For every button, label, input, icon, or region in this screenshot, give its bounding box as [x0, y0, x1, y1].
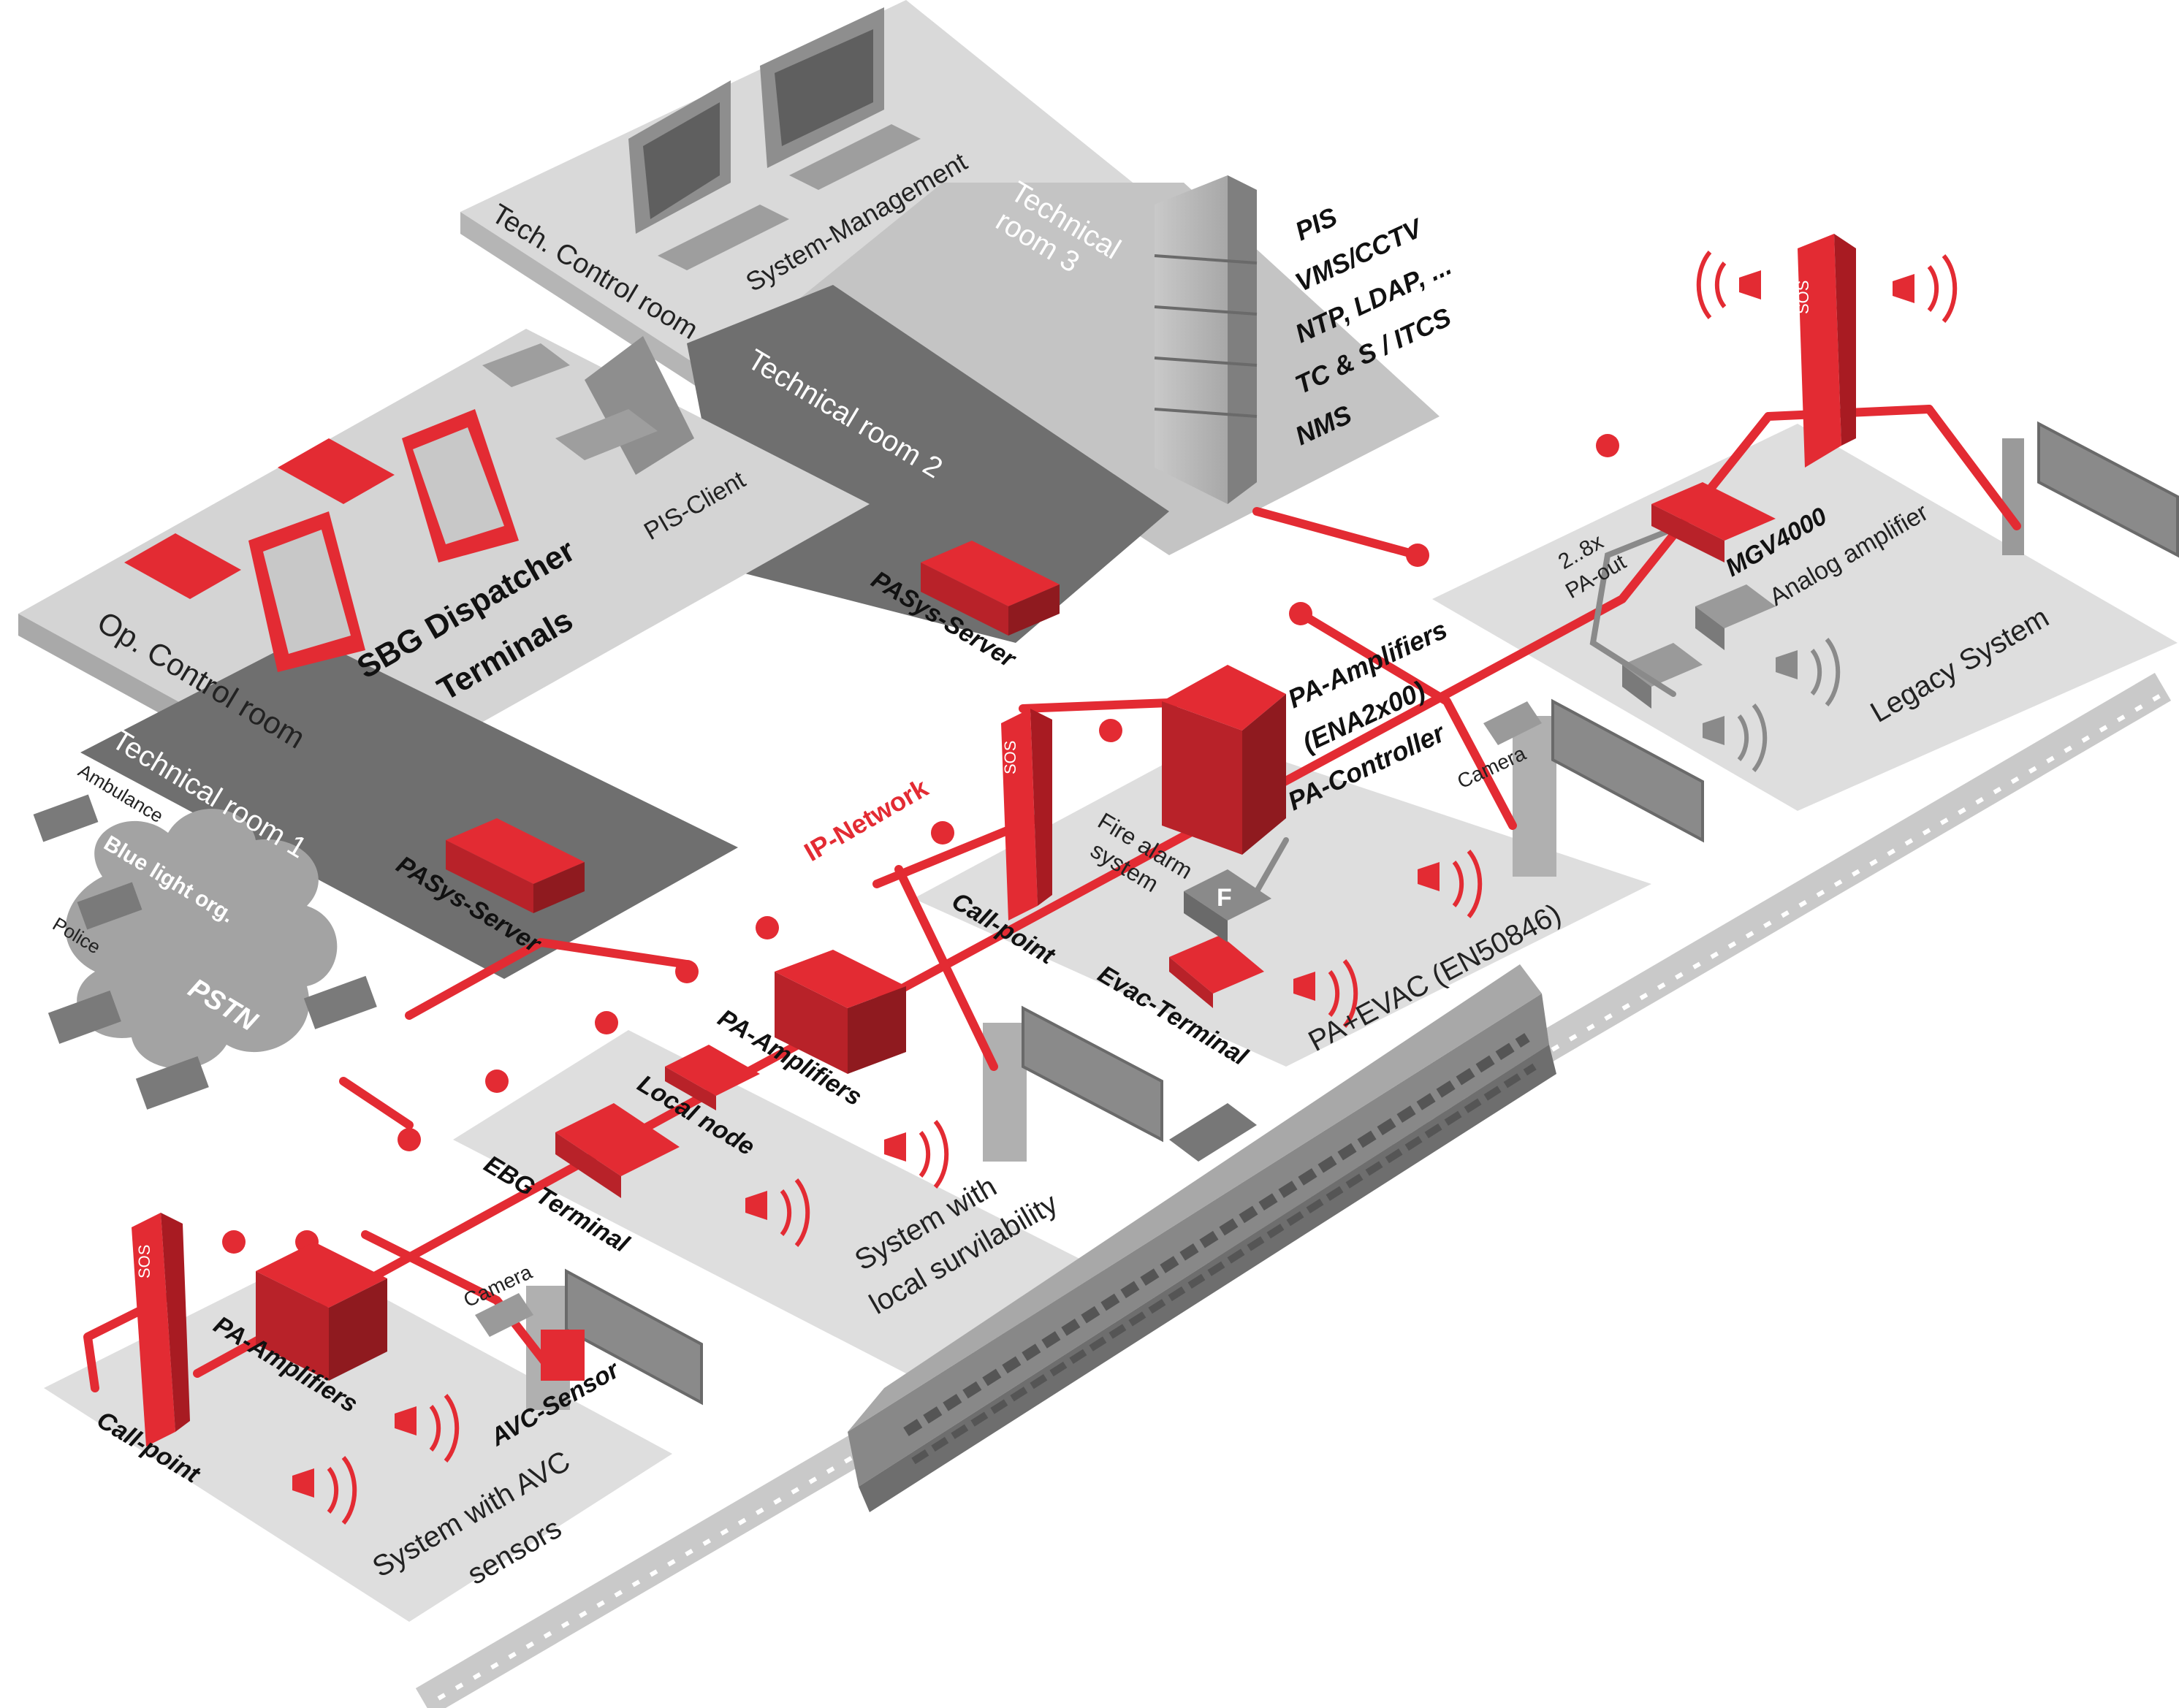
camera-icon	[1483, 701, 1542, 745]
network-nodes	[222, 434, 1619, 1254]
display-legacy	[2002, 421, 2179, 558]
dispatcher-terminal	[124, 511, 365, 672]
mgv4000-device	[1651, 482, 1776, 563]
pa-amplifiers-bottom-rack	[256, 1242, 387, 1381]
floor-pa-evac	[913, 738, 1651, 1067]
display-local-surv	[983, 1005, 1163, 1162]
floor-technical-room-2	[687, 285, 1169, 643]
monitor-icon	[760, 7, 921, 190]
pa-amplifiers-ena-rack	[1162, 665, 1286, 855]
sos-call-point-legacy	[1798, 234, 1856, 468]
monitor-icon	[628, 80, 789, 270]
avc-sensor-device	[541, 1330, 585, 1381]
train	[848, 964, 1556, 1512]
sos-label: SOS	[1794, 281, 1812, 314]
grey-speaker-waves	[1737, 638, 1841, 772]
sos-call-point-mid	[1001, 709, 1052, 920]
display-pa-evac	[1513, 698, 1704, 877]
pasys-server-2	[921, 541, 1060, 636]
server-label-pis: PIS	[1290, 202, 1342, 247]
pstn-cloud	[33, 794, 377, 1110]
local-node-device	[665, 1045, 760, 1110]
ebg-terminal-phone	[555, 1103, 680, 1198]
label-ip-network: IP-Network	[799, 772, 934, 867]
dispatcher-terminal	[278, 409, 519, 563]
grey-speaker-icons	[1703, 650, 1798, 745]
floor-avc-system	[44, 1257, 672, 1622]
evac-terminal-device	[1169, 935, 1264, 1008]
pa-amplifiers-mid-rack	[775, 950, 906, 1074]
floor-legacy-system	[1432, 424, 2178, 811]
pis-client-pc	[482, 336, 694, 475]
floor-technical-room-3	[789, 183, 1440, 555]
speaker-waves	[327, 251, 1958, 1525]
pasys-server-1	[446, 818, 585, 913]
label-fire-f: F	[1217, 884, 1232, 912]
sos-label: SOS	[135, 1245, 153, 1278]
speaker-icons	[292, 270, 1914, 1498]
sos-label: SOS	[1001, 741, 1019, 774]
camera-icon	[475, 1293, 533, 1337]
fire-alarm-box	[1184, 869, 1271, 942]
server-rack	[1154, 175, 1258, 504]
sos-call-point-bottom	[132, 1213, 190, 1446]
